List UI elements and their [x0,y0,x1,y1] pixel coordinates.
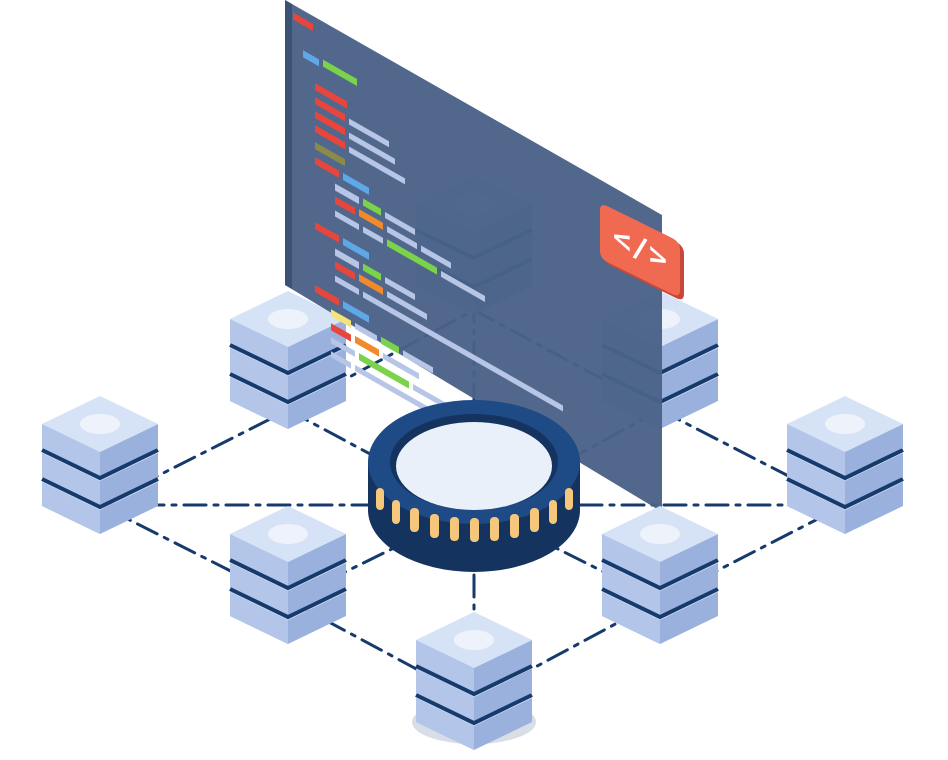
server-stack-left [40,394,160,536]
code-screen [285,0,662,512]
server-stack-upper-left [228,289,348,431]
server-stack-lower-left [228,504,348,646]
code-badge: </> [600,205,684,300]
hub-slots [376,488,573,542]
central-hub [368,400,580,572]
server-stack-bottom [414,610,534,752]
code-lines [293,12,563,480]
server-stack-right [785,394,905,536]
server-stack-lower-right [600,504,720,646]
